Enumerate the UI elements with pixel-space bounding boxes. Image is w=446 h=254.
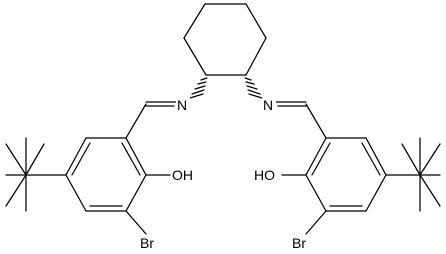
label-mask	[262, 96, 276, 112]
tert-butyl-left	[5, 137, 67, 212]
aromatic-ring-left	[65, 137, 147, 212]
aromatic-ring-right	[305, 137, 387, 212]
nitrogen-left-label: N	[177, 97, 187, 113]
imine-left	[125, 101, 177, 139]
br-bond-right	[305, 210, 327, 235]
ring-bond	[245, 37, 267, 76]
imine-ch-aryl-bond	[305, 103, 327, 139]
imine-right	[275, 101, 327, 139]
cyclohexane-ring	[183, 3, 267, 76]
ring-bond	[245, 3, 267, 39]
hydroxyl-right-label: HO	[254, 167, 275, 183]
stereo-wedge-right	[244, 77, 263, 99]
tert-butyl-right	[385, 137, 441, 212]
stereo-wedge-left	[189, 77, 208, 99]
ring-bond	[183, 3, 206, 39]
label-mask	[176, 96, 190, 112]
nitrogen-right-label: N	[263, 97, 273, 113]
hydroxyl-left-label: OH	[172, 167, 193, 183]
ring-bond	[183, 37, 207, 76]
br-bond-left	[125, 210, 147, 235]
bromine-left-label: Br	[140, 235, 154, 251]
imine-ch-aryl-bond	[125, 103, 147, 139]
bromine-right-label: Br	[292, 235, 306, 251]
